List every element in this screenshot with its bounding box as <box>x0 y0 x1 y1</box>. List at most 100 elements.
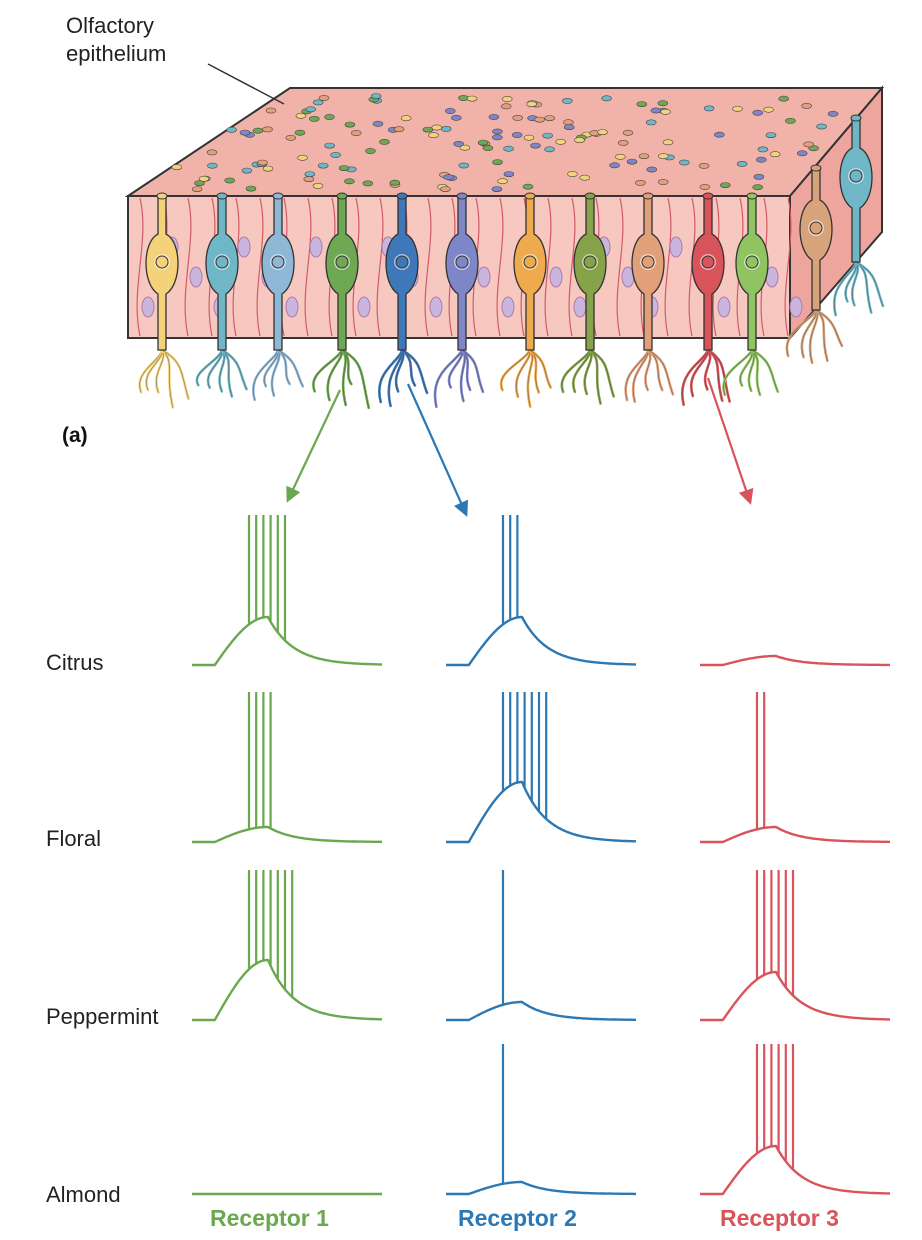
surface-dot <box>459 144 471 151</box>
surface-dot <box>453 140 465 147</box>
surface-dot <box>699 184 711 190</box>
surface-dot <box>262 126 273 133</box>
support-cell-line <box>616 197 624 337</box>
neuron-knob <box>336 192 348 200</box>
surface-dot <box>198 175 210 182</box>
receptor-neuron <box>735 195 769 351</box>
surface-dot <box>239 129 251 136</box>
neuron-knob <box>456 192 468 200</box>
axon-fiber-outline <box>786 309 817 357</box>
neuron-nucleus <box>155 255 169 269</box>
surface-dot <box>440 186 451 192</box>
support-cell-nucleus <box>237 236 251 258</box>
epithelium-block <box>124 85 885 410</box>
surface-dot <box>736 160 748 167</box>
surface-cilia-dots <box>171 93 839 192</box>
support-cell-line <box>496 197 504 337</box>
neuron-knob <box>524 192 536 200</box>
surface-dot <box>778 95 790 102</box>
surface-dot <box>488 114 500 120</box>
axon-fiber-outline <box>196 349 223 386</box>
surface-dot <box>458 162 470 169</box>
surface-dot <box>827 110 839 117</box>
neuron-nucleus <box>745 255 759 269</box>
axon-fiber-outline <box>815 309 843 347</box>
surface-dot <box>450 114 462 121</box>
neuron-knob <box>746 192 758 200</box>
trace-r4-c2 <box>446 1180 636 1196</box>
surface-dot <box>615 153 626 160</box>
support-cell-line <box>424 197 432 337</box>
surface-dot <box>579 174 591 181</box>
trace-r2-c2 <box>446 780 636 844</box>
axon-fiber-outline <box>572 349 591 392</box>
neuron-nucleus <box>523 255 537 269</box>
arrow-receptor-2 <box>406 383 469 517</box>
axon-fiber-outline <box>313 349 343 392</box>
receptor-label-1: Receptor 1 <box>210 1205 329 1231</box>
axon-fiber <box>160 348 190 401</box>
axon-fiber-outline <box>161 349 189 399</box>
neuron-nucleus <box>809 221 823 235</box>
support-cell-line <box>544 197 552 337</box>
surface-dot <box>206 149 218 156</box>
support-cell-nucleus <box>189 266 203 288</box>
receptor-neuron <box>205 195 239 351</box>
surface-dot <box>597 129 608 135</box>
surface-dot <box>801 103 812 109</box>
axon-fiber-outline <box>751 349 761 395</box>
neuron-knob <box>584 192 596 200</box>
surface-dot <box>491 134 503 141</box>
surface-dot <box>609 162 620 169</box>
receptor-neuron <box>145 195 179 351</box>
surface-dot <box>501 96 513 102</box>
neuron-nucleus <box>395 255 409 269</box>
axon-fiber-outline <box>207 349 223 388</box>
surface-dot <box>317 162 329 169</box>
surface-dot <box>312 99 324 106</box>
surface-dot <box>344 178 355 185</box>
support-cell-line <box>664 197 672 337</box>
surface-dot <box>752 109 764 116</box>
surface-dot <box>344 121 356 128</box>
trace-r3-c3 <box>700 970 891 1022</box>
tissue-label-leader <box>207 63 285 105</box>
neuron-knob <box>702 192 714 200</box>
surface-dot <box>645 119 657 126</box>
surface-dot <box>491 186 503 192</box>
surface-dot <box>803 141 814 148</box>
axon-fiber-outline <box>327 349 343 401</box>
surface-dot <box>303 176 315 182</box>
surface-dot <box>755 156 767 163</box>
surface-dot <box>497 178 508 185</box>
receptor-label-3: Receptor 3 <box>720 1205 839 1231</box>
surface-dot <box>698 162 710 169</box>
axon-fiber-outline <box>461 349 484 392</box>
axon-fiber-outline <box>645 349 651 391</box>
surface-dot <box>191 186 203 192</box>
surface-dot <box>635 179 646 186</box>
axon-fiber-outline <box>647 349 674 395</box>
receptor-neuron <box>631 195 665 351</box>
surface-dot <box>714 131 725 138</box>
axon-fiber-outline <box>156 349 164 393</box>
surface-dot <box>752 184 764 191</box>
surface-dot <box>297 154 308 161</box>
axon-fiber-outline <box>221 349 247 390</box>
axon-fiber-outline <box>855 261 884 307</box>
surface-dot <box>362 180 374 187</box>
surface-dot <box>285 134 297 141</box>
surface-dot <box>370 93 382 99</box>
surface-dot <box>338 165 350 171</box>
axon-fiber-outline <box>401 349 428 394</box>
axon-fiber-outline <box>277 349 304 387</box>
trace-r3-c1 <box>192 958 382 1022</box>
support-cell-line <box>784 197 792 337</box>
axon-fiber <box>588 348 615 398</box>
surface-dot <box>503 171 515 177</box>
trace-r2-c3 <box>700 825 890 844</box>
neuron-nucleus <box>583 255 597 269</box>
receptor-neuron <box>261 195 295 351</box>
surface-dot <box>324 142 335 149</box>
